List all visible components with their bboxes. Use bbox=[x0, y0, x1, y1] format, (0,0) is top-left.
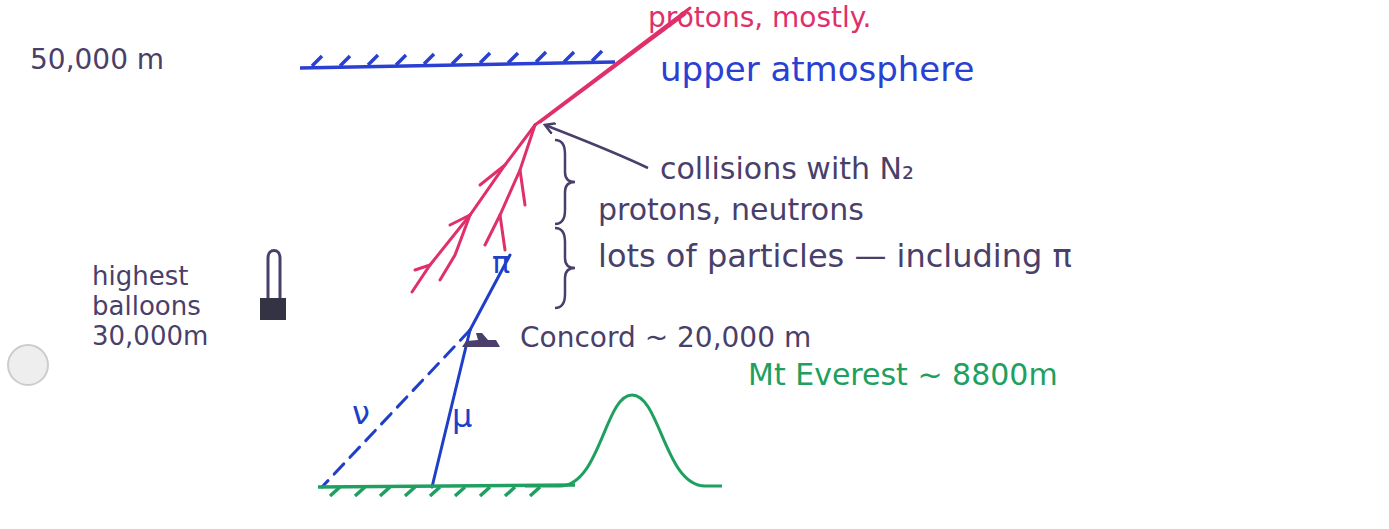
plane-icon bbox=[462, 333, 500, 347]
particle-note: protons, neutrons bbox=[598, 193, 864, 228]
pion-decay bbox=[322, 255, 510, 487]
particle-symbol: ν bbox=[352, 395, 370, 432]
particle-note: lots of particles — including π bbox=[598, 238, 1072, 275]
altitude-label: Mt Everest ~ 8800m bbox=[748, 358, 1058, 393]
altitude-label: highest balloons 30,000m bbox=[92, 262, 252, 352]
process-note: collisions with N₂ bbox=[660, 152, 914, 187]
leader-arrow bbox=[545, 125, 648, 168]
brace bbox=[555, 140, 575, 308]
hole-punch bbox=[8, 345, 48, 385]
distribution-curve bbox=[525, 395, 722, 486]
balloon-icon bbox=[260, 251, 286, 321]
particle-note: protons, mostly. bbox=[648, 2, 871, 34]
particle-symbol: π bbox=[492, 246, 510, 281]
particle-symbol: μ bbox=[452, 398, 472, 435]
altitude-label: Concord ~ 20,000 m bbox=[520, 322, 811, 354]
atmosphere-line bbox=[300, 51, 615, 68]
altitude-label: 50,000 m bbox=[30, 44, 164, 76]
layer-label: upper atmosphere bbox=[660, 50, 974, 89]
